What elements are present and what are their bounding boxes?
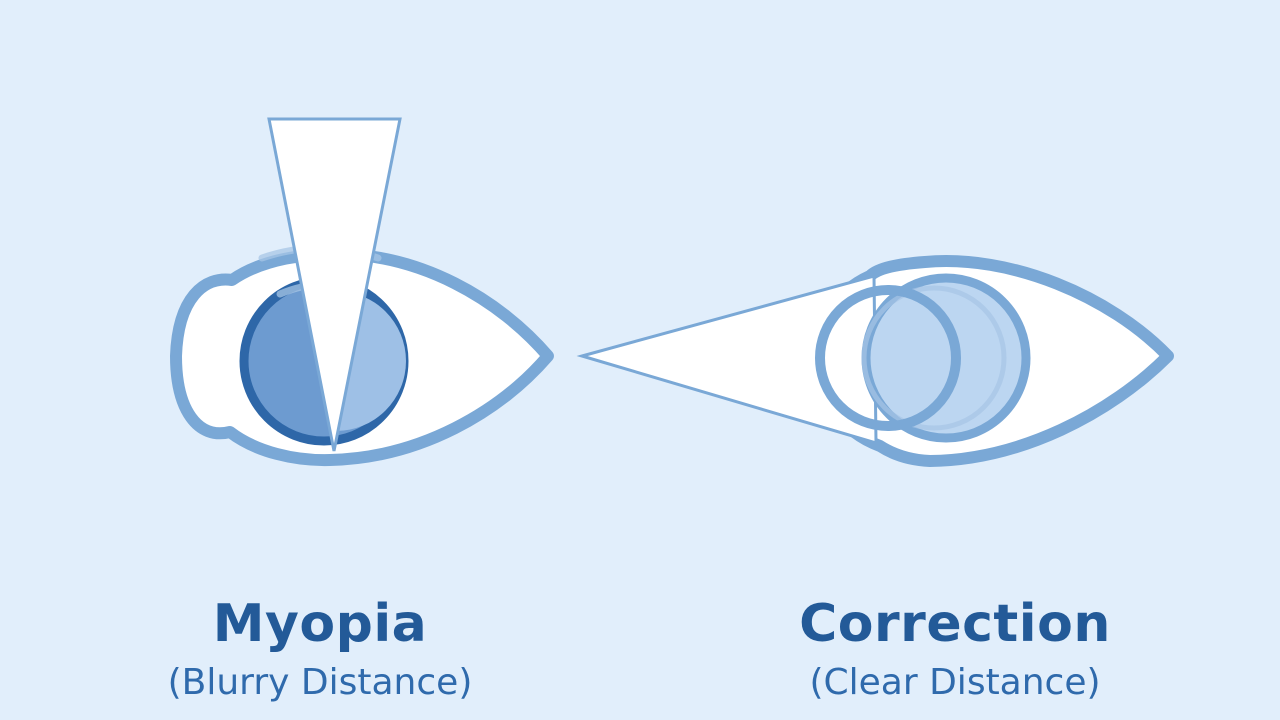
correction-cornea-ring xyxy=(815,285,961,431)
correction-title: Correction xyxy=(799,594,1111,654)
myopia-light-beam xyxy=(267,117,402,452)
myopia-subtitle: (Blurry Distance) xyxy=(167,662,473,703)
correction-subtitle: (Clear Distance) xyxy=(809,662,1101,703)
correction-caption: Correction (Clear Distance) xyxy=(745,590,1165,708)
myopia-eye xyxy=(170,117,554,467)
myopia-caption: Myopia (Blurry Distance) xyxy=(110,590,530,708)
myopia-title: Myopia xyxy=(212,594,428,654)
correction-lens-inner-ring xyxy=(861,285,1007,431)
correction-eye xyxy=(576,255,1174,467)
